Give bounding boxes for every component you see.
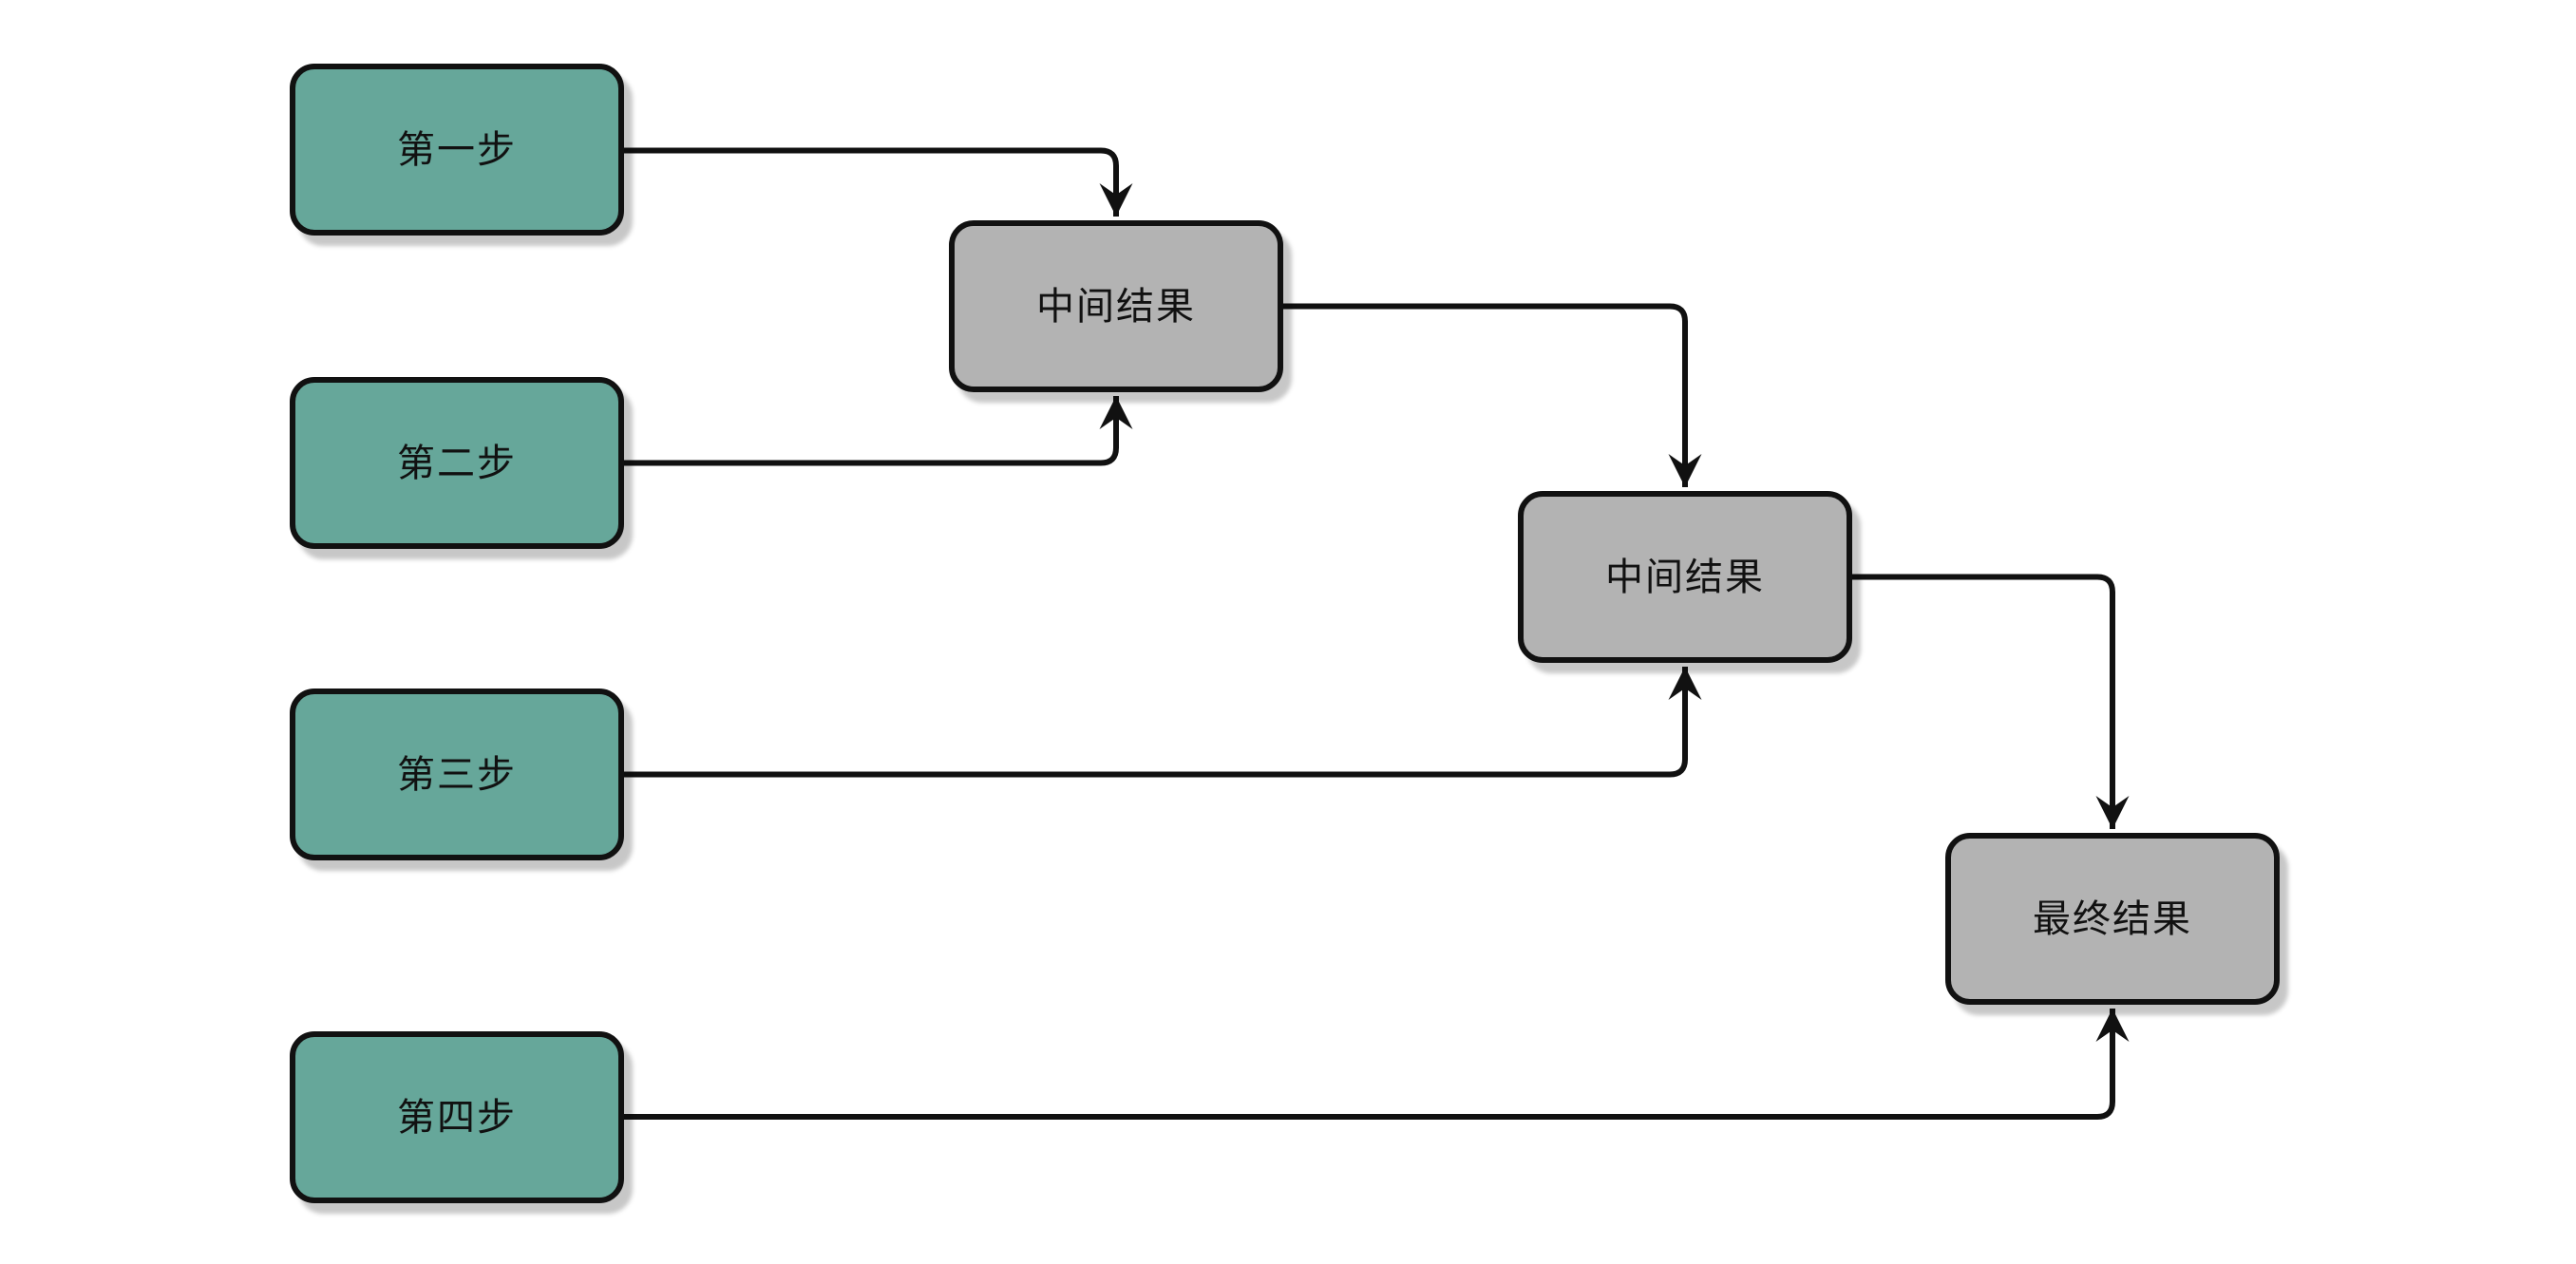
node-step-1: 第一步	[290, 64, 624, 236]
node-intermediate-result-1-label: 中间结果	[1036, 285, 1196, 328]
node-intermediate-result-2-label: 中间结果	[1605, 556, 1765, 598]
node-intermediate-result-2: 中间结果	[1518, 491, 1852, 663]
node-step-2-label: 第二步	[397, 442, 517, 484]
edge-mid1-to-mid2	[1283, 303, 1702, 487]
node-step-4: 第四步	[290, 1031, 624, 1203]
node-step-1-label: 第一步	[397, 128, 517, 171]
edge-step1-to-mid1	[624, 147, 1133, 217]
node-step-3-label: 第三步	[397, 753, 517, 796]
edge-step4-to-final	[624, 1009, 2130, 1120]
node-step-2: 第二步	[290, 377, 624, 549]
node-step-4-label: 第四步	[397, 1096, 517, 1139]
node-step-3: 第三步	[290, 689, 624, 860]
edge-step3-to-mid2	[624, 667, 1702, 778]
node-intermediate-result-1: 中间结果	[949, 220, 1283, 392]
edge-step2-to-mid1	[624, 396, 1133, 466]
node-final-result-label: 最终结果	[2033, 897, 2192, 940]
node-final-result: 最终结果	[1945, 833, 2280, 1005]
edge-mid2-to-final	[1852, 574, 2130, 829]
